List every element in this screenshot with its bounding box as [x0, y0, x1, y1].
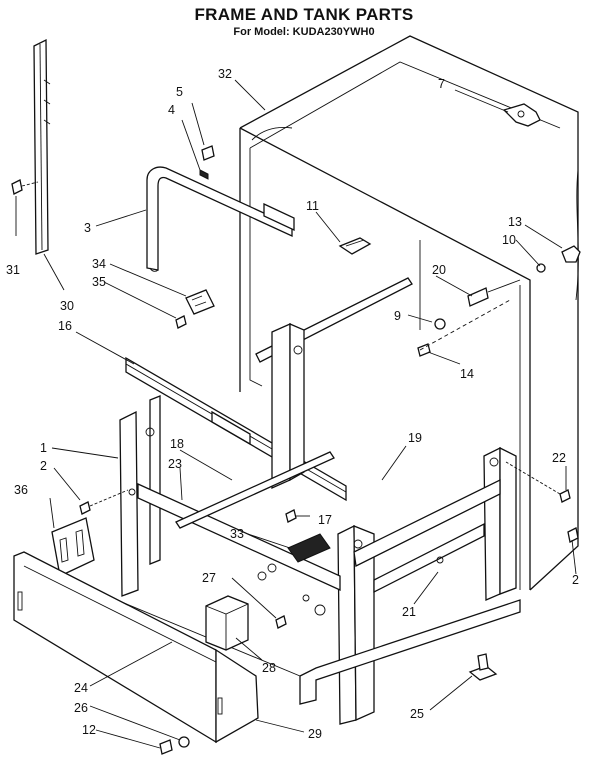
screw-17-part	[285, 509, 297, 523]
bracket-36-part	[51, 517, 95, 577]
callout-23: 23	[168, 457, 182, 471]
callout-18: 18	[170, 437, 184, 451]
callout-21: 21	[402, 605, 416, 619]
callout-3: 3	[84, 221, 91, 235]
callout-19: 19	[408, 431, 422, 445]
callout-11: 11	[306, 199, 319, 213]
callout-labels: 1 2 2 3 4 5 7 9 10 11 12 13 14 16 17 18 …	[6, 67, 579, 741]
diagram-title: FRAME AND TANK PARTS	[194, 5, 414, 24]
model-subtitle: For Model: KUDA230YWH0	[233, 26, 375, 38]
callout-13: 13	[508, 215, 522, 229]
callout-35: 35	[92, 275, 106, 289]
callout-33: 33	[230, 527, 244, 541]
screw-2-right-part	[567, 527, 579, 543]
callout-27: 27	[202, 571, 216, 585]
screw-27-part	[275, 615, 287, 629]
base-frame-part	[111, 322, 521, 725]
screw-14-part	[417, 343, 431, 357]
spring-34-part	[185, 289, 215, 315]
nut-10-part	[536, 263, 546, 273]
foot-25-part	[468, 653, 498, 681]
callout-2-left: 2	[40, 459, 47, 473]
part-33	[287, 533, 331, 563]
callout-4: 4	[168, 103, 175, 117]
callout-9: 9	[394, 309, 401, 323]
callout-29: 29	[308, 727, 322, 741]
screw-9-part	[434, 318, 446, 330]
screw-12-part	[159, 739, 173, 755]
bracket-7-part	[502, 103, 541, 127]
callout-10: 10	[502, 233, 516, 247]
callout-24: 24	[74, 681, 88, 695]
screw-22-part	[559, 489, 571, 503]
callout-31: 31	[6, 263, 20, 277]
callout-34: 34	[92, 257, 106, 271]
callout-36: 36	[14, 483, 28, 497]
callout-28: 28	[262, 661, 276, 675]
callout-30: 30	[60, 299, 74, 313]
callout-1: 1	[40, 441, 47, 455]
callout-32: 32	[218, 67, 232, 81]
screw-5-part	[201, 145, 215, 161]
callout-22: 22	[552, 451, 566, 465]
washer-26-part	[178, 736, 190, 748]
callout-2-right: 2	[572, 573, 579, 587]
kick-plate-24-part	[13, 551, 259, 744]
clip-11-part	[338, 237, 372, 255]
leader-lines	[15, 79, 577, 749]
callout-17: 17	[318, 513, 332, 527]
clip-13-part	[561, 245, 581, 263]
screw-31-part	[11, 179, 23, 195]
screw-2-left-part	[79, 501, 91, 515]
tank-part	[239, 35, 579, 591]
frame-strip-30-part	[33, 38, 51, 255]
callout-25: 25	[410, 707, 424, 721]
callout-16: 16	[58, 319, 72, 333]
upper-tube-part	[146, 166, 295, 272]
screw-35-part	[175, 315, 187, 329]
callout-12: 12	[82, 723, 96, 737]
callout-14: 14	[460, 367, 474, 381]
box-28-part	[205, 595, 249, 651]
callout-20: 20	[432, 263, 446, 277]
callout-5: 5	[176, 85, 183, 99]
callout-7: 7	[438, 77, 445, 91]
callout-26: 26	[74, 701, 88, 715]
